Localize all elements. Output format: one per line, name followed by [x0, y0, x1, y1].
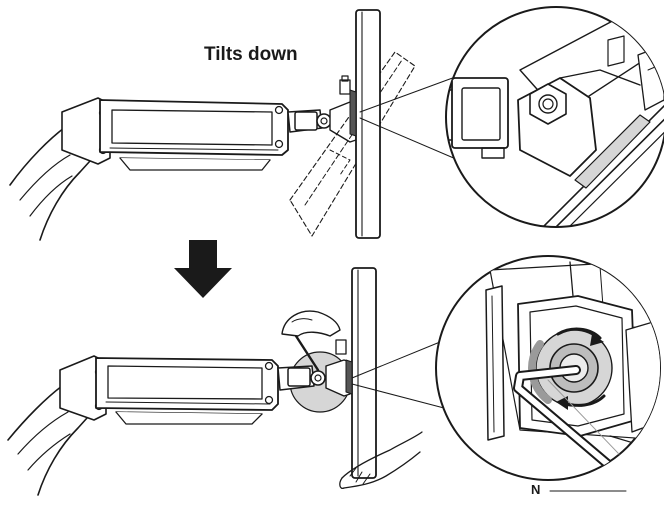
- bottom-detail-zoom: [435, 255, 661, 492]
- tilt-direction-label: Tilts down: [204, 44, 298, 65]
- bottom-arm-assembly: [7, 267, 445, 496]
- part-callout-n: N: [531, 482, 541, 497]
- down-arrow-icon: [174, 240, 232, 298]
- top-detail-zoom: [445, 6, 664, 228]
- top-arm-assembly: [9, 9, 471, 241]
